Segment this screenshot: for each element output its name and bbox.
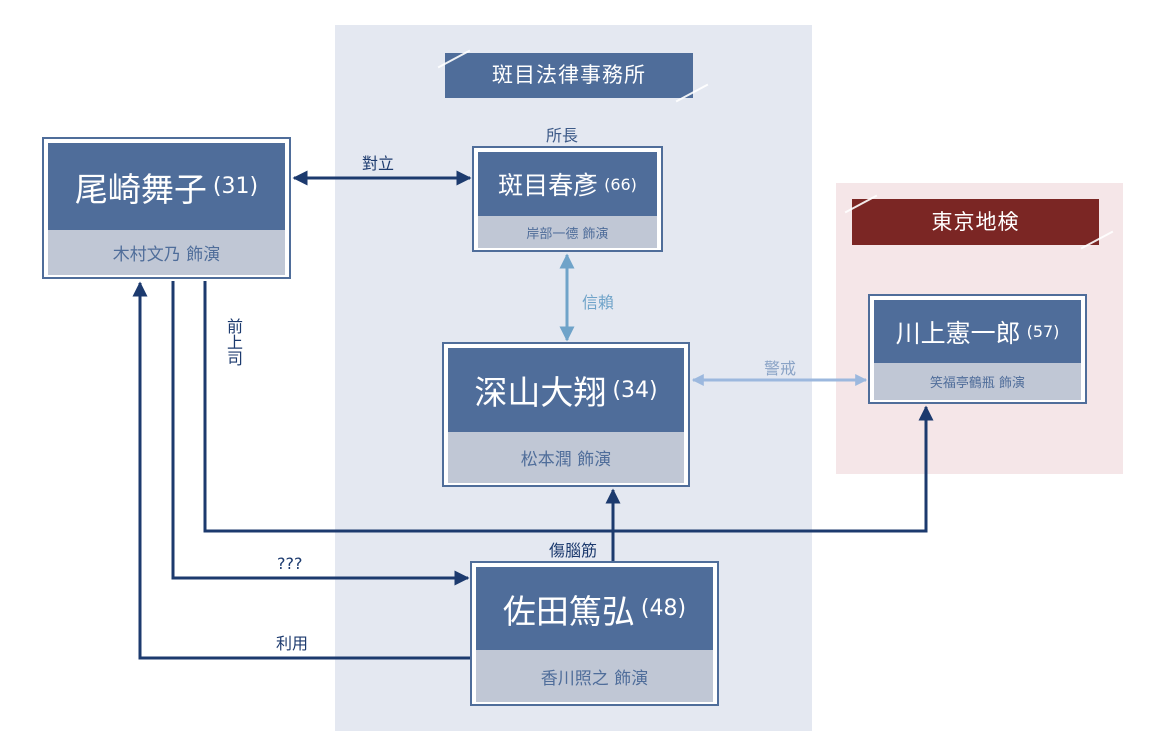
character-name-row: 斑目春彥 (66) — [478, 152, 657, 216]
character-age: (31) — [212, 174, 259, 199]
character-name-row: 川上憲一郎 (57) — [874, 300, 1081, 363]
character-age: (57) — [1026, 322, 1060, 341]
relation-line-ozaki-kawakami — [203, 281, 934, 533]
actor-credit: 松本潤 飾演 — [448, 432, 684, 483]
character-name-row: 深山大翔 (34) — [448, 348, 684, 432]
prosecutors-title: 東京地検 — [852, 199, 1099, 245]
relation-line-ozaki-sada — [171, 281, 470, 586]
relation-label-use: 利用 — [276, 634, 309, 653]
actor-credit: 木村文乃 飾演 — [48, 230, 285, 275]
relation-label-trust: 信賴 — [582, 293, 615, 312]
relation-label-conflict: 對立 — [362, 154, 395, 173]
character-name: 尾崎舞子 — [74, 169, 207, 209]
relation-label-unknown: ??? — [277, 554, 303, 573]
character-card-sada[interactable]: 佐田篤弘 (48) 香川照之 飾演 — [470, 561, 719, 706]
character-card-fukayama[interactable]: 深山大翔 (34) 松本潤 飾演 — [442, 342, 690, 487]
character-card-madarame[interactable]: 斑目春彥 (66) 岸部一德 飾演 — [472, 146, 663, 252]
law-office-title: 斑目法律事務所 — [445, 53, 693, 98]
relation-label-former-boss: 前上司 — [224, 318, 243, 366]
character-name: 川上憲一郎 — [895, 318, 1021, 348]
character-name: 斑目春彥 — [498, 171, 599, 200]
character-name-row: 佐田篤弘 (48) — [476, 567, 713, 650]
relation-label-headache: 傷腦筋 — [549, 541, 598, 560]
actor-credit: 香川照之 飾演 — [476, 650, 713, 702]
role-label-chief: 所長 — [546, 126, 579, 145]
character-age: (66) — [604, 174, 637, 194]
relation-label-wary: 警戒 — [764, 359, 797, 378]
actor-credit: 笑福亭鶴瓶 飾演 — [874, 363, 1081, 400]
character-name-row: 尾崎舞子 (31) — [48, 143, 285, 230]
relation-line-sada-ozaki — [132, 281, 470, 660]
actor-credit: 岸部一德 飾演 — [478, 216, 657, 248]
character-name: 佐田篤弘 — [502, 591, 635, 631]
character-card-kawakami[interactable]: 川上憲一郎 (57) 笑福亭鶴瓶 飾演 — [868, 294, 1087, 404]
character-card-ozaki[interactable]: 尾崎舞子 (31) 木村文乃 飾演 — [42, 137, 291, 279]
character-age: (34) — [612, 377, 658, 403]
character-age: (48) — [640, 596, 687, 621]
character-name: 深山大翔 — [474, 373, 607, 412]
